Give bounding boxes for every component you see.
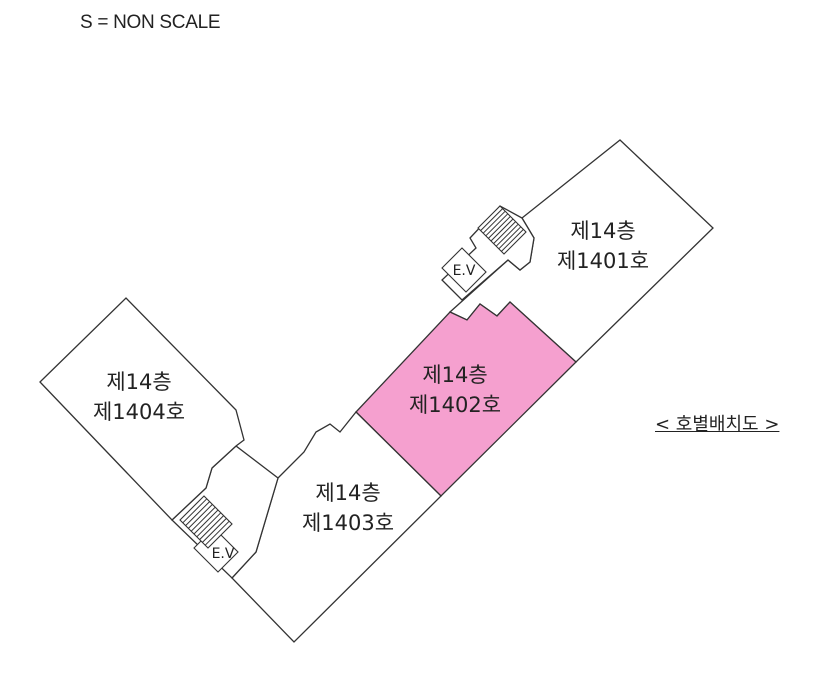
stair-tread <box>182 498 208 524</box>
stair-icon <box>179 495 233 549</box>
ev-label-upper: E.V <box>453 263 476 279</box>
unit-1404-outline[interactable] <box>39 297 245 521</box>
unit-1402-label: 제1402호 <box>409 393 501 417</box>
layout-plan-link[interactable]: < 호별배치도 > <box>655 414 780 435</box>
stair-tread <box>196 512 222 538</box>
stair-tread <box>185 501 210 526</box>
stair-tread <box>188 504 213 529</box>
stair-tread <box>199 515 224 540</box>
stair-tread <box>490 218 514 242</box>
stair-tread <box>488 216 511 239</box>
unit-1404-label: 제1404호 <box>93 400 185 424</box>
scale-note: S = NON SCALE <box>80 12 221 33</box>
stair-tread <box>482 210 506 234</box>
stair-tread <box>202 518 227 543</box>
stair-tread <box>190 506 216 532</box>
unit-1403-label: 제1403호 <box>302 511 394 535</box>
stair-tread <box>204 520 230 546</box>
stair-tread <box>485 213 509 237</box>
stair-icon <box>477 205 527 255</box>
unit-1404-floor-label: 제14층 <box>106 370 171 394</box>
unit-1401-floor-label: 제14층 <box>570 219 635 243</box>
unit-1403-floor-label: 제14층 <box>315 481 380 505</box>
unit-1401-label: 제1401호 <box>557 249 649 273</box>
unit-1402-floor-label: 제14층 <box>422 363 487 387</box>
stair-tread <box>193 509 219 535</box>
stair-tread <box>495 223 519 247</box>
stair-tread <box>480 208 503 231</box>
stair-tread <box>498 226 522 250</box>
ev-box-upper <box>441 247 487 293</box>
stair-tread <box>501 229 524 252</box>
ev-label-lower: E.V <box>212 546 235 562</box>
stair-tread <box>493 221 516 244</box>
